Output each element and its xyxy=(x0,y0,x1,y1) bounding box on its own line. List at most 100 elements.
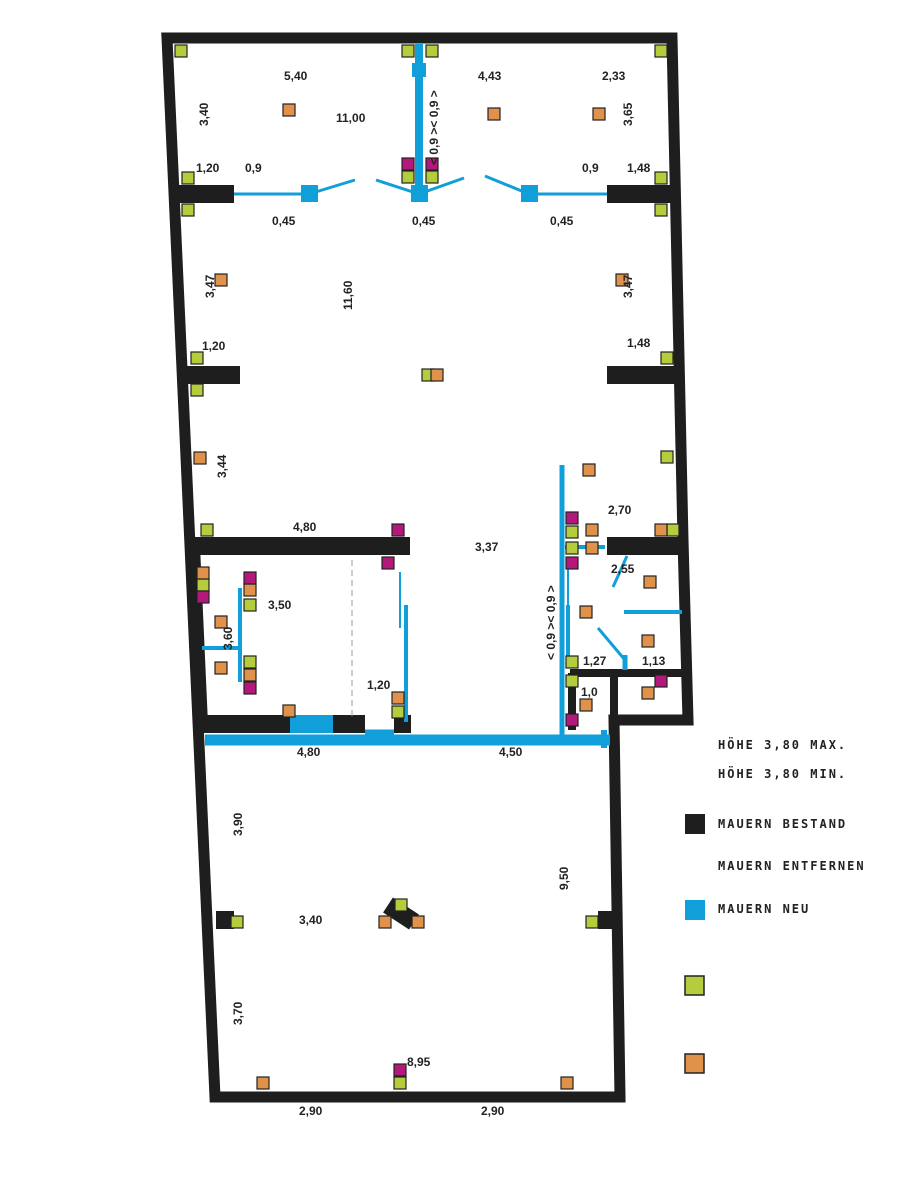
orange-marker xyxy=(214,661,228,675)
orange-marker xyxy=(214,273,228,287)
existing-walls xyxy=(178,185,684,930)
orange-marker xyxy=(643,575,657,589)
orange-marker xyxy=(641,634,655,648)
dim-label: 3,47 xyxy=(621,274,635,298)
dim-label: < 0,9 >< 0,9 > xyxy=(427,90,441,165)
legend-swatch-existing xyxy=(685,814,705,834)
legend-height-max: HÖHE 3,80 MAX. xyxy=(718,737,847,752)
green-marker xyxy=(243,598,257,612)
green-marker xyxy=(230,915,244,929)
orange-marker xyxy=(592,107,606,121)
dim-label: 3,90 xyxy=(231,812,245,836)
legend-walls-existing: MAUERN BESTAND xyxy=(718,817,847,831)
orange-marker xyxy=(282,704,296,718)
orange-marker xyxy=(641,686,655,700)
outer-wall xyxy=(161,32,694,1103)
green-marker xyxy=(585,915,599,929)
dim-label: 1,20 xyxy=(367,678,391,692)
green-marker xyxy=(654,171,668,185)
orange-marker xyxy=(585,523,599,537)
legend-walls-remove: MAUERN ENTFERNEN xyxy=(718,859,866,873)
green-marker xyxy=(654,203,668,217)
dim-label: 9,50 xyxy=(557,866,571,890)
green-marker xyxy=(565,655,579,669)
dim-label: 0,9 xyxy=(245,161,262,175)
orange-marker xyxy=(256,1076,270,1090)
dim-label: 3,60 xyxy=(221,626,235,650)
green-marker xyxy=(565,674,579,688)
new-wall-pillars xyxy=(301,63,538,202)
orange-marker xyxy=(243,668,257,682)
dim-label: 1,13 xyxy=(642,654,666,668)
magenta-marker xyxy=(381,556,395,570)
orange-marker xyxy=(615,273,629,287)
magenta-marker xyxy=(393,1063,407,1077)
dimension-labels: 5,40 4,43 2,33 11,00 3,40 3,65 1,20 0,9 … xyxy=(196,69,666,1118)
dim-label: 1,48 xyxy=(627,161,651,175)
magenta-marker xyxy=(243,571,257,585)
green-marker xyxy=(565,541,579,555)
green-marker xyxy=(660,450,674,464)
orange-marker xyxy=(585,541,599,555)
orange-marker xyxy=(654,523,668,537)
green-marker xyxy=(181,203,195,217)
green-marker xyxy=(565,525,579,539)
orange-marker xyxy=(193,451,207,465)
green-marker xyxy=(394,898,408,912)
orange-marker xyxy=(582,463,596,477)
markers xyxy=(174,44,680,1090)
dim-label: 11,00 xyxy=(336,111,366,125)
dim-label: 1,0 xyxy=(581,685,598,699)
green-marker xyxy=(425,44,439,58)
dim-label: 1,20 xyxy=(196,161,220,175)
dim-label: 3,37 xyxy=(475,540,499,554)
green-marker xyxy=(425,170,439,184)
orange-marker xyxy=(579,698,593,712)
magenta-marker xyxy=(565,713,579,727)
green-marker xyxy=(190,383,204,397)
green-marker xyxy=(391,705,405,719)
orange-marker xyxy=(487,107,501,121)
dim-label: 0,45 xyxy=(412,214,436,228)
magenta-marker xyxy=(196,590,210,604)
dim-label: 1,48 xyxy=(627,336,651,350)
dim-label: 2,90 xyxy=(299,1104,323,1118)
green-marker xyxy=(654,44,668,58)
magenta-marker xyxy=(654,674,668,688)
dim-label: 2,33 xyxy=(602,69,626,83)
legend-swatch-orange xyxy=(684,1053,705,1074)
dim-label: 8,95 xyxy=(407,1055,431,1069)
dim-label: 3,70 xyxy=(231,1001,245,1025)
green-marker xyxy=(243,655,257,669)
orange-marker xyxy=(378,915,392,929)
orange-marker xyxy=(214,615,228,629)
dim-label: 3,44 xyxy=(215,454,229,478)
dim-label: 3,50 xyxy=(268,598,292,612)
orange-marker xyxy=(411,915,425,929)
orange-marker xyxy=(196,566,210,580)
legend-swatch-green xyxy=(684,975,705,996)
orange-marker xyxy=(391,691,405,705)
dim-label: 3,65 xyxy=(621,102,635,126)
green-marker xyxy=(660,351,674,365)
legend-walls-new: MAUERN NEU xyxy=(718,902,810,916)
orange-marker xyxy=(560,1076,574,1090)
dim-label: 5,40 xyxy=(284,69,308,83)
dim-label: 4,50 xyxy=(499,745,523,759)
green-marker xyxy=(196,578,210,592)
new-walls xyxy=(202,44,682,748)
green-marker xyxy=(200,523,214,537)
magenta-marker xyxy=(391,523,405,537)
orange-marker xyxy=(430,368,444,382)
magenta-marker xyxy=(401,157,415,171)
magenta-marker xyxy=(425,157,439,171)
dim-label: 4,43 xyxy=(478,69,502,83)
dim-label: 0,45 xyxy=(272,214,296,228)
dim-label: 2,90 xyxy=(481,1104,505,1118)
dim-label: 1,27 xyxy=(583,654,607,668)
green-marker xyxy=(401,170,415,184)
dim-label: 11,60 xyxy=(341,280,355,310)
dim-label: 2,70 xyxy=(608,503,632,517)
dim-label: 3,40 xyxy=(197,102,211,126)
orange-marker xyxy=(243,583,257,597)
